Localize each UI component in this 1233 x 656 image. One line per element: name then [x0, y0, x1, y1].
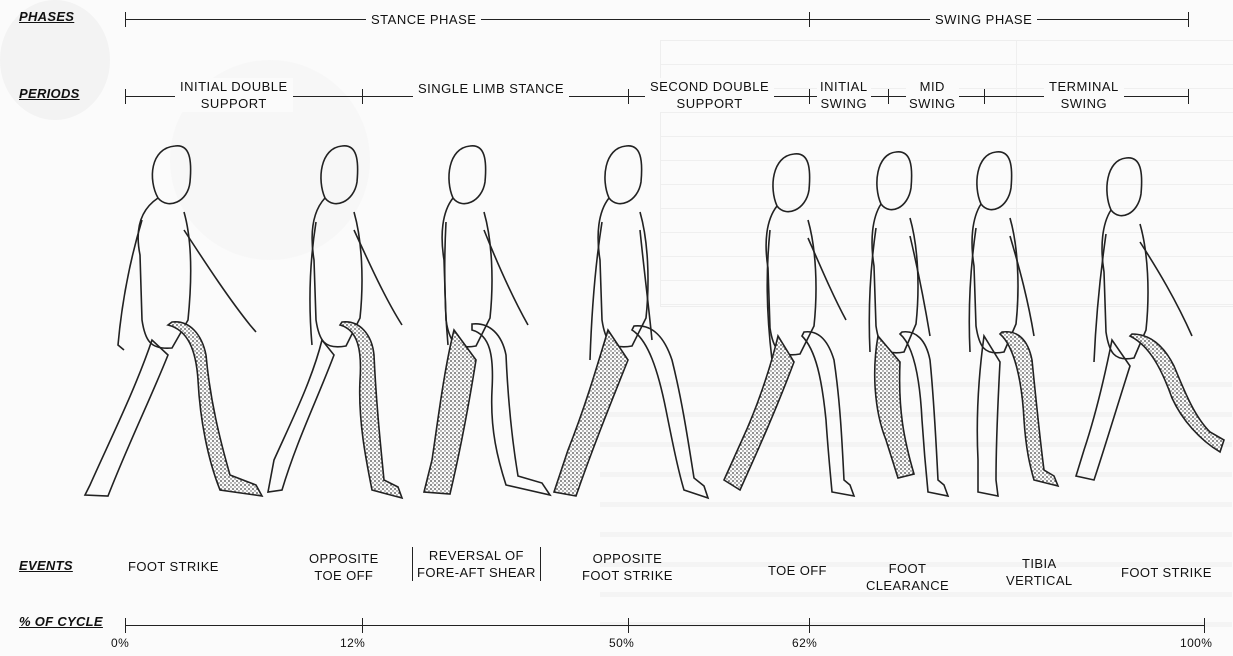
period-label-line: SECOND DOUBLE [650, 78, 769, 95]
period-label-line: SWING [1049, 95, 1119, 112]
event-opposite-foot-strike: OPPOSITE FOOT STRIKE [582, 550, 673, 584]
event-label-line: TIBIA [1006, 555, 1073, 572]
walking-figure-7 [938, 140, 1068, 510]
row-label-periods: PERIODS [19, 86, 80, 101]
walking-figure-4 [548, 140, 718, 510]
cycle-line [125, 625, 1204, 626]
period-label-line: SWING [820, 95, 868, 112]
cycle-tick-label: 62% [792, 636, 817, 650]
event-label-line: TOE OFF [309, 567, 379, 584]
event-reversal-of-shear: REVERSAL OF FORE-AFT SHEAR [412, 547, 541, 581]
cycle-tick-label: 50% [609, 636, 634, 650]
event-label-line: REVERSAL OF [417, 547, 536, 564]
row-label-phases: PHASES [19, 9, 74, 24]
event-tibia-vertical: TIBIA VERTICAL [1006, 555, 1073, 589]
period-single-limb-stance: SINGLE LIMB STANCE [413, 80, 569, 97]
walking-figure-drawing [938, 140, 1068, 510]
walking-figure-8 [1060, 140, 1230, 510]
period-initial-swing: INITIAL SWING [817, 78, 871, 112]
period-label-line: SUPPORT [180, 95, 288, 112]
event-label-line: FORE-AFT SHEAR [417, 564, 536, 581]
period-mid-swing: MID SWING [906, 78, 959, 112]
row-label-cycle: % OF CYCLE [19, 614, 103, 629]
cycle-tick [809, 618, 810, 633]
periods-tick [628, 89, 629, 104]
event-label-line: VERTICAL [1006, 572, 1073, 589]
event-opposite-toe-off: OPPOSITE TOE OFF [309, 550, 379, 584]
periods-tick [809, 89, 810, 104]
event-foot-strike-end: FOOT STRIKE [1121, 564, 1212, 581]
phases-tick [809, 12, 810, 27]
period-second-double-support: SECOND DOUBLE SUPPORT [645, 78, 774, 112]
event-toe-off: TOE OFF [768, 562, 827, 579]
period-initial-double-support: INITIAL DOUBLE SUPPORT [175, 78, 293, 112]
period-label-line: TERMINAL [1049, 78, 1119, 95]
walking-figure-3 [410, 140, 570, 510]
walking-figure-1 [80, 140, 270, 510]
phases-tick [125, 12, 126, 27]
event-label-line: FOOT STRIKE [582, 567, 673, 584]
cycle-tick [1204, 618, 1205, 633]
periods-tick [125, 89, 126, 104]
period-label-line: INITIAL DOUBLE [180, 78, 288, 95]
periods-tick [362, 89, 363, 104]
walking-figure-drawing [1060, 140, 1230, 510]
periods-tick [888, 89, 889, 104]
phases-tick [1188, 12, 1189, 27]
event-foot-clearance: FOOT CLEARANCE [866, 560, 949, 594]
period-label-line: SUPPORT [650, 95, 769, 112]
event-foot-strike: FOOT STRIKE [128, 558, 219, 575]
event-label-line: OPPOSITE [582, 550, 673, 567]
row-label-events: EVENTS [19, 558, 73, 573]
event-label-line: CLEARANCE [866, 577, 949, 594]
periods-tick [984, 89, 985, 104]
cycle-tick [628, 618, 629, 633]
walking-figure-drawing [410, 140, 570, 510]
period-label-line: SWING [909, 95, 956, 112]
walking-figure-drawing [262, 140, 422, 510]
walking-figure-drawing [548, 140, 718, 510]
cycle-tick-label: 12% [340, 636, 365, 650]
cycle-tick [125, 618, 126, 633]
period-label-line: MID [909, 78, 956, 95]
event-label-line: FOOT [866, 560, 949, 577]
periods-tick [1188, 89, 1189, 104]
swing-phase-label: SWING PHASE [930, 11, 1037, 28]
period-label-line: INITIAL [820, 78, 868, 95]
event-label-line: OPPOSITE [309, 550, 379, 567]
walking-figure-drawing [80, 140, 270, 510]
stance-phase-label: STANCE PHASE [366, 11, 481, 28]
cycle-tick [362, 618, 363, 633]
walking-figure-2 [262, 140, 422, 510]
cycle-tick-label: 100% [1180, 636, 1212, 650]
period-terminal-swing: TERMINAL SWING [1044, 78, 1124, 112]
cycle-tick-label: 0% [111, 636, 129, 650]
